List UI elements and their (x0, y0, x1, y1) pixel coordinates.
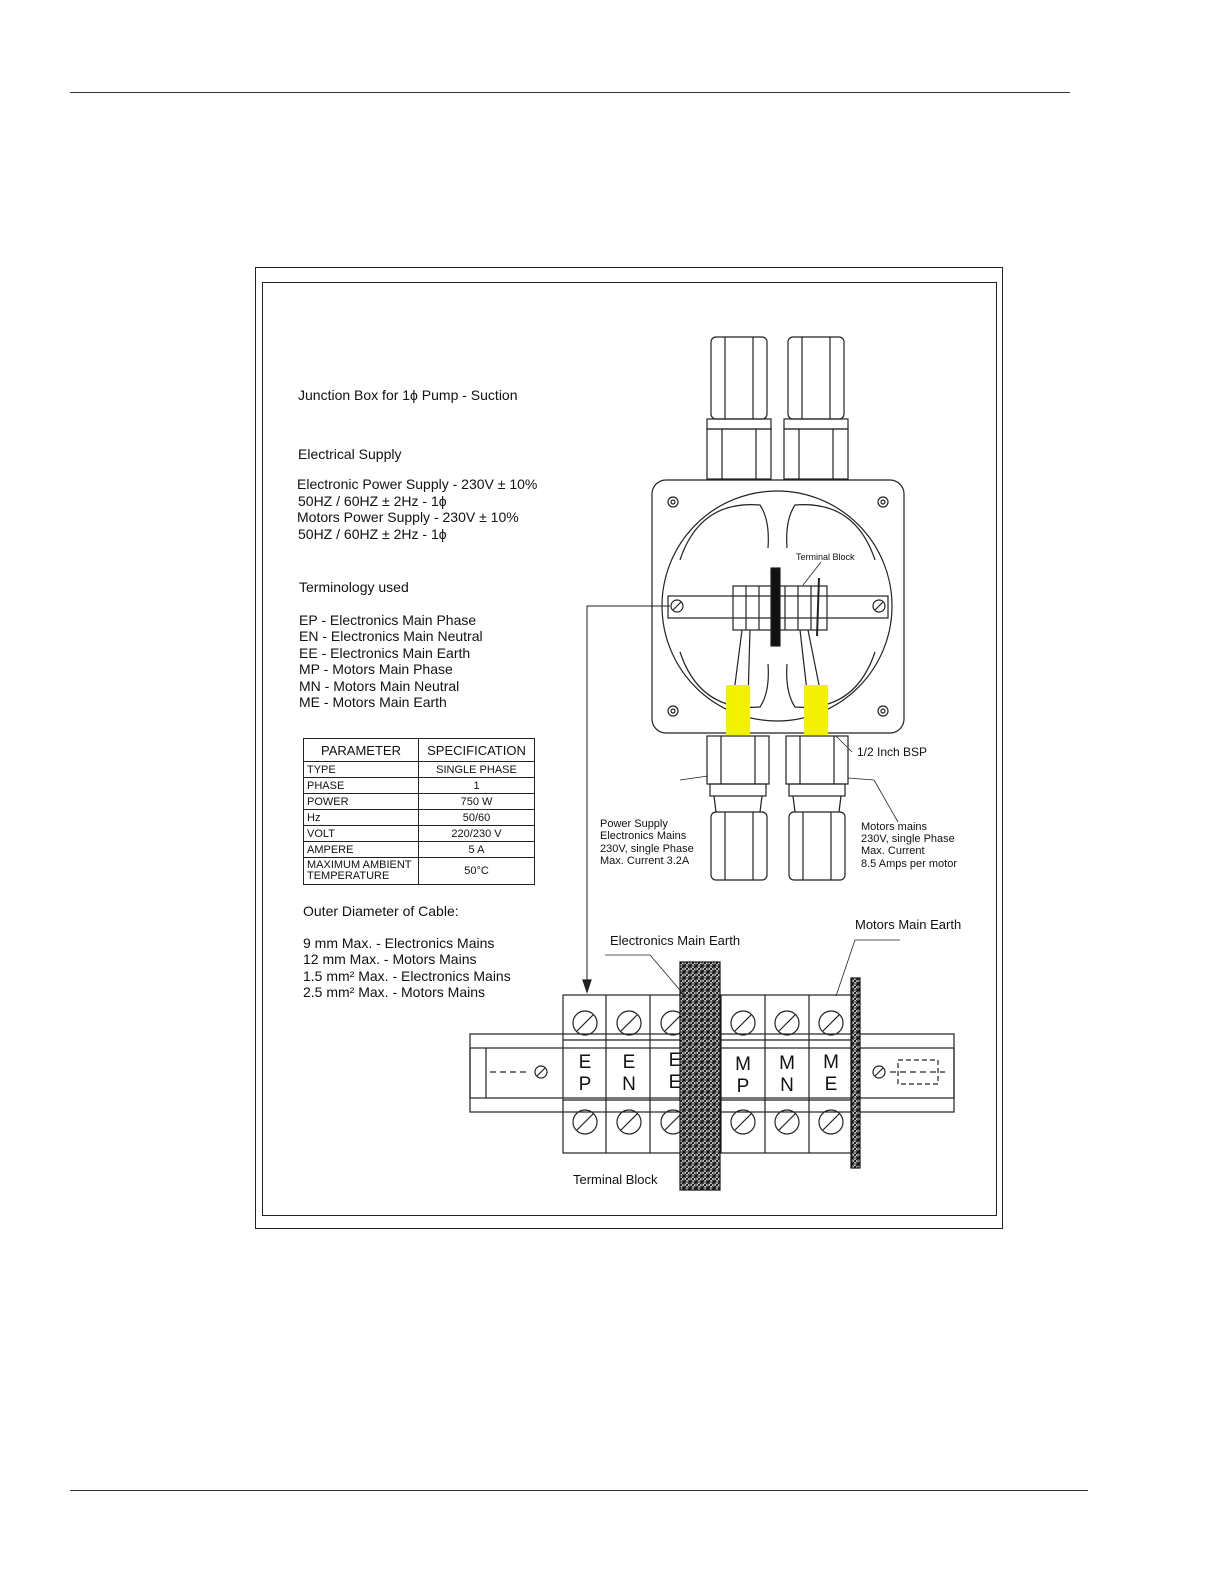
terminal-mn-bottom: N (780, 1075, 794, 1096)
terminal-ee-top: E (668, 1050, 682, 1071)
footer-rule (70, 1490, 1088, 1491)
motors-earth-plate (850, 977, 861, 1169)
spec-param: POWER (303, 793, 419, 810)
motors-earth-label: Motors Main Earth (855, 917, 962, 932)
spec-header-parameter: PARAMETER (303, 738, 419, 762)
terminal-en-top: E (622, 1052, 636, 1073)
motors-mains-callout: Motors mains (861, 821, 928, 833)
power-supply-callout: Electronics Mains (600, 830, 687, 842)
terminal-me-bottom: E (824, 1074, 838, 1095)
top-gland-right (783, 336, 849, 480)
motors-mains-callout: 230V, single Phase (861, 833, 955, 845)
cable-line: 9 mm Max. - Electronics Mains (303, 935, 495, 951)
supply-line: 50HZ / 60HZ ± 2Hz - 1ϕ (298, 526, 447, 542)
terminology-item: ME - Motors Main Earth (299, 694, 447, 710)
terminal-ee-bottom: E (668, 1072, 682, 1093)
motors-mains-callout: Max. Current (861, 845, 925, 857)
power-supply-callout: 230V, single Phase (600, 843, 694, 855)
diagram-title: Junction Box for 1ϕ Pump - Suction (298, 387, 518, 403)
terminology-heading: Terminology used (299, 579, 409, 595)
bottom-gland-left (706, 735, 770, 881)
cable-heading: Outer Diameter of Cable: (303, 903, 459, 919)
terminology-item: MP - Motors Main Phase (299, 661, 453, 677)
terminal-me-top: M (823, 1052, 839, 1073)
spec-value: 5 A (418, 841, 535, 858)
terminal-mp-top: M (735, 1054, 751, 1075)
spec-value: 50°C (418, 857, 535, 885)
spec-header-specification: SPECIFICATION (418, 738, 535, 762)
terminal-screws (572, 1010, 844, 1135)
power-supply-callout: Max. Current 3.2A (600, 855, 690, 867)
terminal-en-bottom: N (622, 1074, 636, 1095)
terminology-item: MN - Motors Main Neutral (299, 678, 460, 694)
connection-arrow (586, 605, 670, 990)
spec-value: SINGLE PHASE (418, 761, 535, 778)
terminology-item: EN - Electronics Main Neutral (299, 628, 483, 644)
spec-value: 220/230 V (418, 825, 535, 842)
spec-table-header: PARAMETER SPECIFICATION (303, 738, 535, 762)
cable-sleeve-right (804, 685, 828, 735)
supply-line: Electronic Power Supply - 230V ± 10% (297, 476, 538, 492)
terminal-ep-bottom: P (578, 1074, 592, 1095)
spec-param: MAXIMUM AMBIENT TEMPERATURE (303, 857, 419, 885)
drawing-frame-inner (262, 282, 997, 1216)
terminal-ep-top: E (578, 1052, 592, 1073)
supply-line: Motors Power Supply - 230V ± 10% (297, 509, 519, 525)
terminal-block-small-label: Terminal Block (796, 552, 855, 562)
terminal-mp-bottom: P (736, 1076, 750, 1097)
power-supply-callout: Power Supply (600, 818, 668, 830)
supply-line: 50HZ / 60HZ ± 2Hz - 1ϕ (298, 493, 447, 509)
cable-line: 2.5 mm² Max. - Motors Mains (303, 984, 486, 1000)
electronics-earth-plate (679, 961, 721, 1191)
terminal-block-label: Terminal Block (573, 1172, 658, 1187)
motors-mains-callout: 8.5 Amps per motor (861, 858, 957, 870)
electronics-earth-label: Electronics Main Earth (610, 933, 741, 948)
terminal-mn-top: M (779, 1053, 795, 1074)
top-gland-left (706, 336, 772, 480)
terminal-block-small (732, 567, 828, 647)
supply-heading: Electrical Supply (298, 446, 402, 462)
cable-line: 12 mm Max. - Motors Mains (303, 951, 477, 967)
cable-sleeve-left (726, 685, 750, 735)
cable-line: 1.5 mm² Max. - Electronics Mains (303, 968, 511, 984)
drawing-frame-outer (255, 267, 1003, 1229)
header-rule (70, 92, 1070, 93)
terminology-item: EE - Electronics Main Earth (299, 645, 471, 661)
terminology-item: EP - Electronics Main Phase (299, 612, 477, 628)
bottom-gland-right (785, 735, 849, 881)
bsp-label: 1/2 Inch BSP (857, 745, 928, 759)
